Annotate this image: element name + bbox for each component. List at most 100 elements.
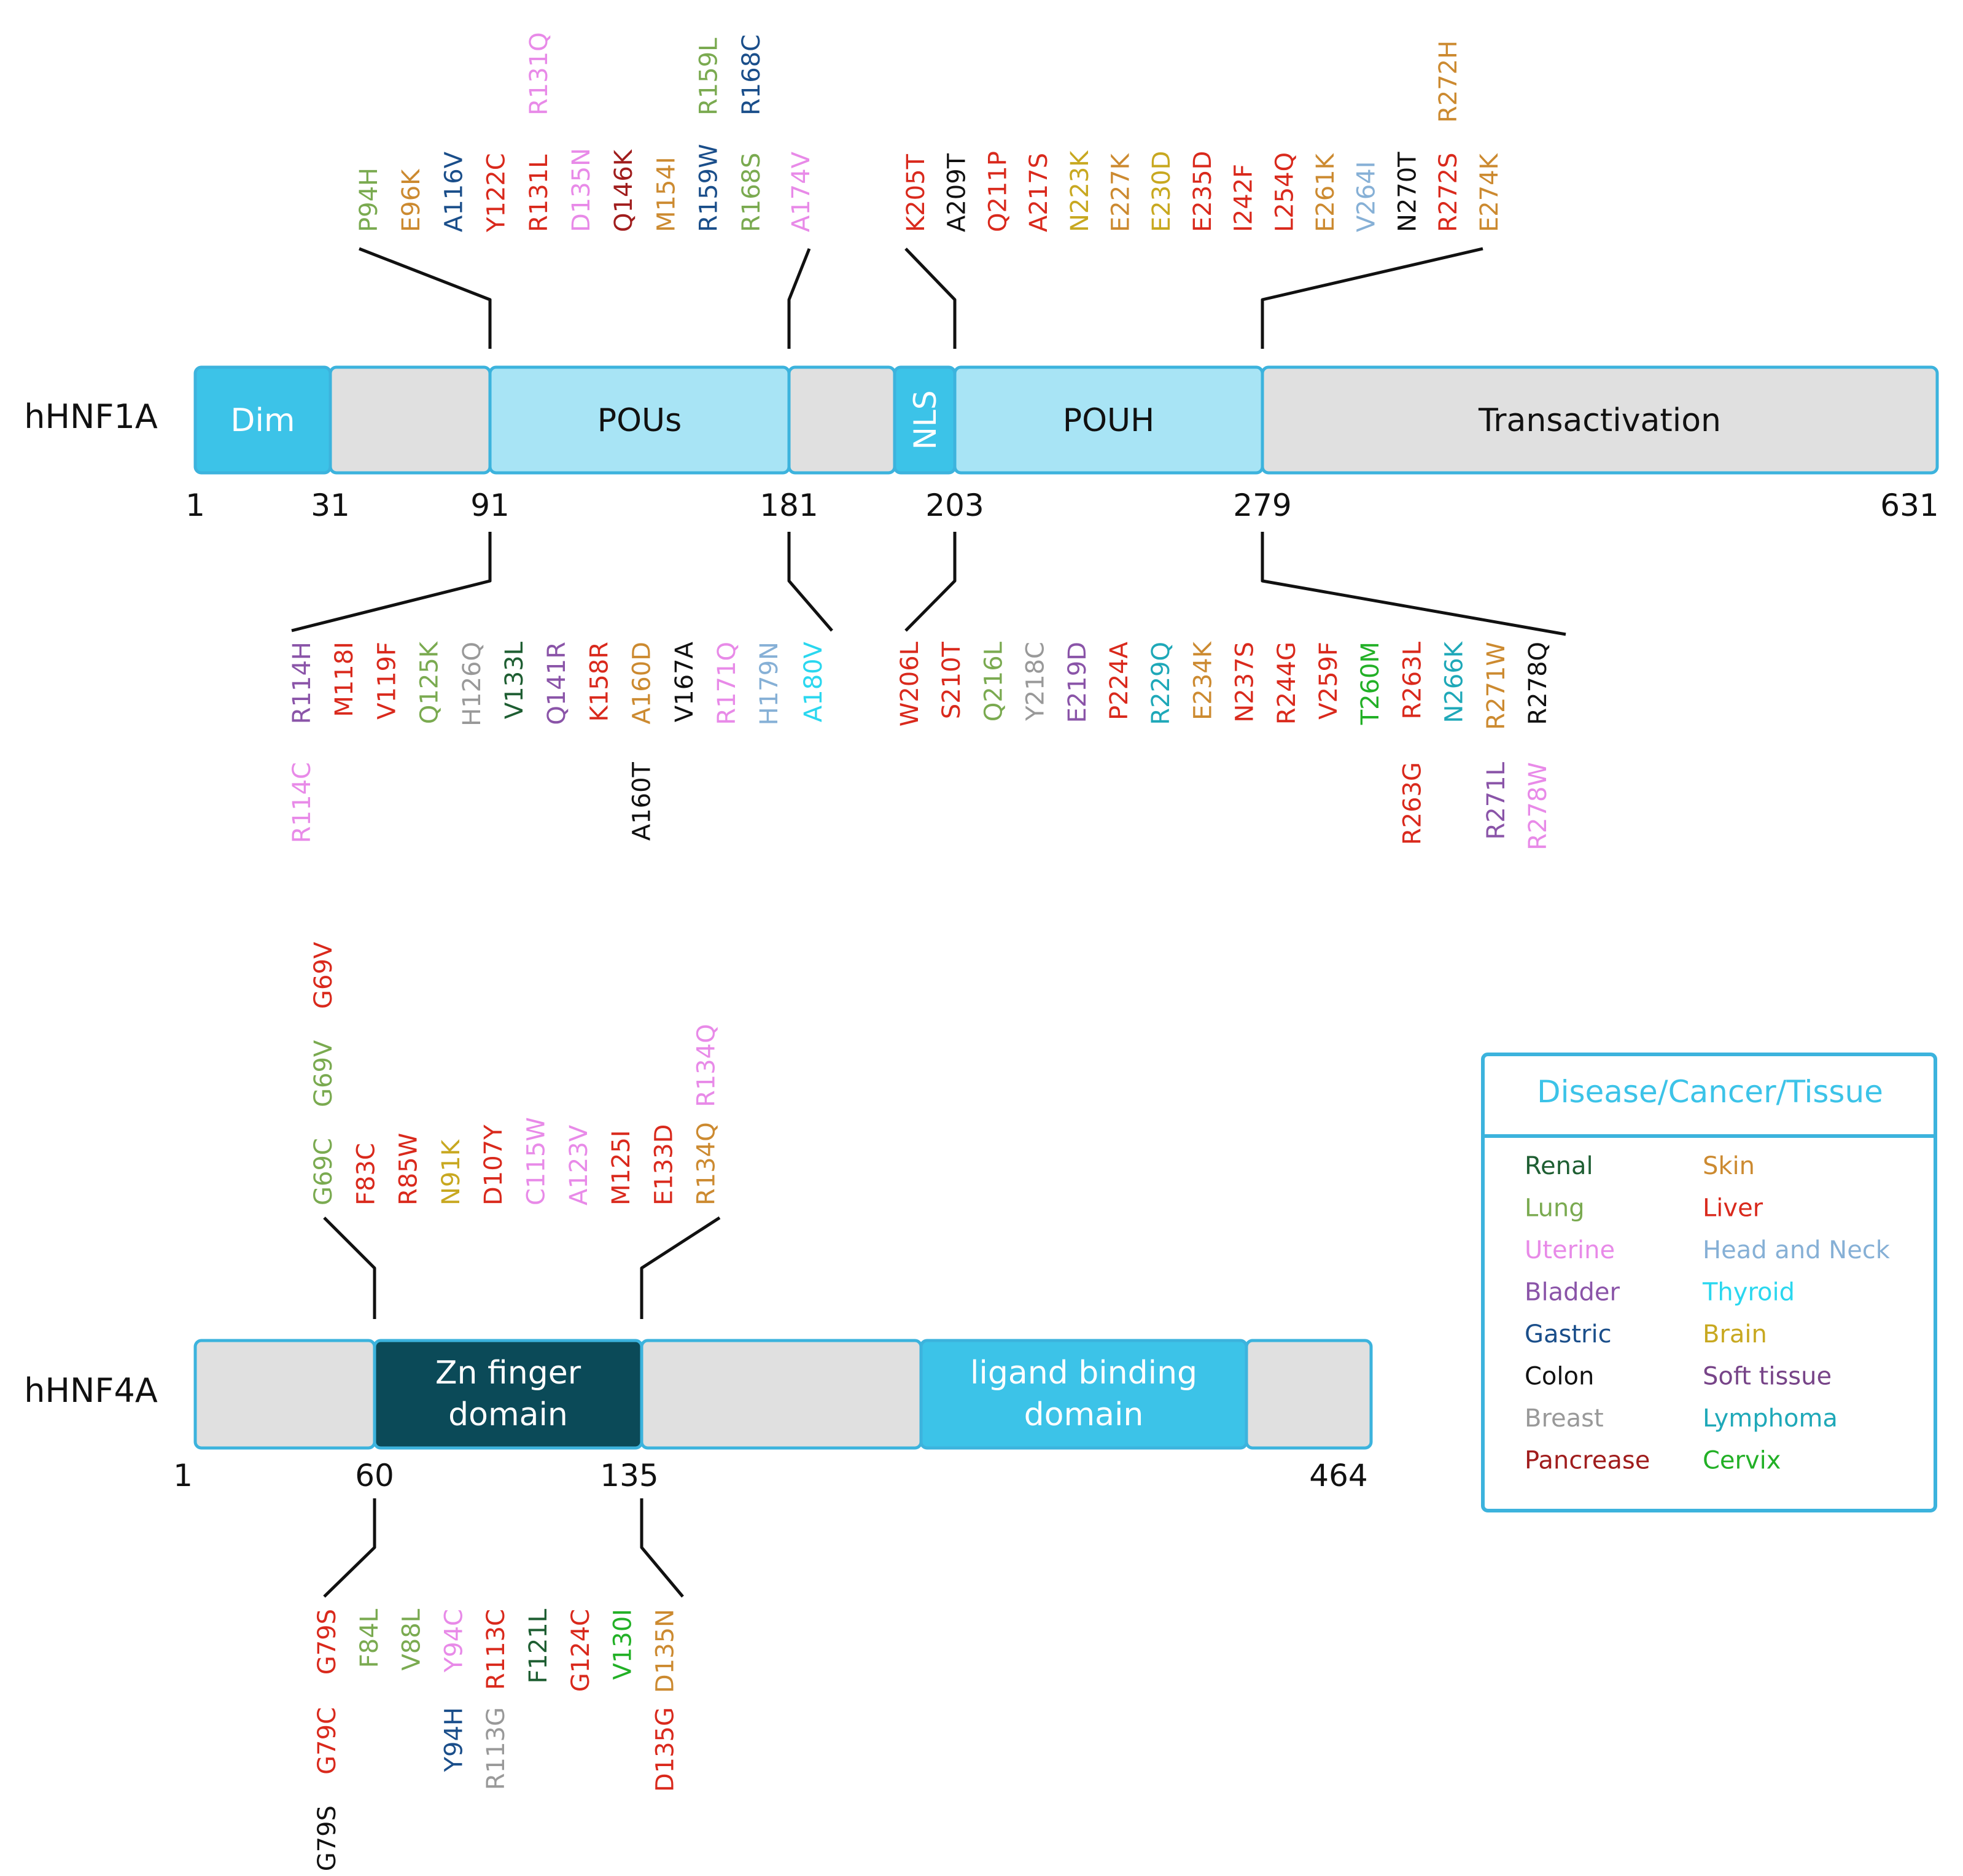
connector-line-6 bbox=[787, 532, 833, 632]
hnf1a-below-mutation-h126q: H126Q bbox=[458, 642, 486, 726]
hnf1a-above-mutation-e96k: E96K bbox=[397, 168, 426, 232]
hnf1a-below-mutation-n237s: N237S bbox=[1231, 642, 1259, 723]
hnf1a-below-mutation-e219d: E219D bbox=[1063, 642, 1092, 723]
hnf1a-below-mutation-t260m: T260M bbox=[1356, 642, 1385, 725]
hnf1a-above-mutation-v264i: V264I bbox=[1353, 161, 1381, 232]
hnf1a-below-mutation-k158r: K158R bbox=[585, 642, 613, 722]
legend: Disease/Cancer/TissueRenalLungUterineBla… bbox=[1481, 1053, 1937, 1512]
tick-hnf4a-135: 135 bbox=[600, 1458, 658, 1493]
hnf1a-above-mutation-r131l: R131L bbox=[525, 154, 553, 232]
legend-item-liver: Liver bbox=[1703, 1194, 1763, 1223]
hnf4a-above-mutation-n91k: N91K bbox=[437, 1138, 465, 1205]
legend-item-colon: Colon bbox=[1525, 1363, 1594, 1391]
hnf1a-below-mutation-v133l: V133L bbox=[500, 641, 529, 719]
hnf4a-above-mutation-r85w: R85W bbox=[395, 1133, 423, 1205]
hnf1a-above-mutation-l254q: L254Q bbox=[1270, 152, 1299, 232]
hnf1a-above-mutation-r272s: R272S bbox=[1434, 152, 1463, 232]
connector-line-5 bbox=[291, 532, 492, 632]
hnf4a-above-mutation-g69v: G69V bbox=[309, 1040, 338, 1107]
tick-hnf4a-60: 60 bbox=[355, 1458, 394, 1493]
hnf1a-below-mutation-r278q: R278Q bbox=[1524, 642, 1552, 725]
hnf1a-below-mutation-r114h: R114H bbox=[288, 642, 316, 724]
legend-box bbox=[1481, 1053, 1937, 1512]
hnf4a-above-mutation-f83c: F83C bbox=[352, 1143, 380, 1205]
tick-hnf1a-279: 279 bbox=[1233, 488, 1291, 523]
hnf1a-below-mutation-e234k: E234K bbox=[1189, 640, 1217, 720]
domain-label-hnf4a-2-line-2: domain bbox=[448, 1396, 568, 1433]
legend-item-renal: Renal bbox=[1525, 1152, 1593, 1180]
legend-item-soft-tissue: Soft tissue bbox=[1703, 1363, 1832, 1391]
hnf1a-below-mutation-r229q: R229Q bbox=[1147, 642, 1175, 725]
hnf1a-below-mutation-n266k: N266K bbox=[1440, 640, 1469, 723]
tick-hnf1a-1: 1 bbox=[185, 488, 205, 523]
legend-title: Disease/Cancer/Tissue bbox=[1537, 1074, 1883, 1110]
hnf4a-below-mutation-d135g: D135G bbox=[651, 1707, 679, 1792]
tick-hnf1a-31: 31 bbox=[311, 488, 350, 523]
domain-label-hnf1a-6: POUH bbox=[1063, 402, 1154, 439]
hnf1a-below-mutation-a180v: A180V bbox=[799, 641, 828, 722]
hnf4a-below-mutation-v88l: V88L bbox=[398, 1608, 426, 1670]
hnf4a-below-mutation-g124c: G124C bbox=[567, 1609, 595, 1692]
tick-hnf1a-631: 631 bbox=[1880, 488, 1938, 523]
tick-hnf1a-203: 203 bbox=[925, 488, 984, 523]
hnf4a-below-mutation-y94c: Y94C bbox=[440, 1609, 468, 1673]
domain-hnf1a-4 bbox=[787, 365, 896, 475]
hnf1a-below-mutation-s210t: S210T bbox=[938, 641, 966, 719]
hnf4a-above-mutation-r134q: R134Q bbox=[693, 1024, 721, 1107]
hnf1a-above-mutation-n223k: N223K bbox=[1066, 150, 1094, 232]
hnf1a-above-mutation-p94h: P94H bbox=[355, 168, 383, 232]
legend-item-skin: Skin bbox=[1703, 1152, 1755, 1180]
connector-line-1 bbox=[359, 247, 492, 349]
legend-item-cervix: Cervix bbox=[1703, 1447, 1781, 1475]
tick-hnf1a-181: 181 bbox=[760, 488, 818, 523]
hnf1a-below-mutation-r171q: R171Q bbox=[713, 642, 741, 725]
hnf1a-below-mutation-y218c: Y218C bbox=[1022, 642, 1050, 722]
hnf4a-above-mutation-r134q: R134Q bbox=[693, 1122, 721, 1205]
hnf1a-below-mutation-p224a: P224A bbox=[1105, 641, 1133, 720]
hnf1a-below-mutation-v167a: V167A bbox=[671, 641, 699, 722]
legend-item-head-and-neck: Head and Neck bbox=[1703, 1236, 1891, 1264]
domain-label-hnf4a-2-line-1: Zn finger bbox=[435, 1355, 581, 1391]
domain-label-hnf1a-7: Transactivation bbox=[1478, 402, 1721, 439]
hnf4a-above-mutation-a123v: A123V bbox=[565, 1124, 593, 1205]
hnf1a-above-mutation-e235d: E235D bbox=[1189, 151, 1217, 232]
hnf1a-below-mutation-a160t: A160T bbox=[628, 761, 656, 841]
legend-item-bladder: Bladder bbox=[1525, 1279, 1620, 1307]
hnf4a-below-mutation-g79s: G79S bbox=[313, 1609, 341, 1675]
domain-label-hnf4a-4-line-1: ligand binding bbox=[970, 1355, 1197, 1391]
connector-line-12 bbox=[640, 1498, 684, 1598]
legend-item-breast: Breast bbox=[1525, 1404, 1604, 1433]
domain-hnf1a-2 bbox=[328, 365, 492, 475]
hnf1a-above-mutation-a217s: A217S bbox=[1025, 153, 1053, 232]
hnf1a-above-mutation-q146k: Q146K bbox=[610, 149, 638, 232]
hnf1a-above-mutation-a209t: A209T bbox=[943, 153, 971, 232]
hnf1a-below-mutation-r278w: R278W bbox=[1524, 762, 1552, 850]
hnf4a-below-mutation-r113c: R113C bbox=[482, 1609, 510, 1690]
hnf4a-below-mutation-r113g: R113G bbox=[482, 1707, 510, 1790]
hnf1a-below-mutation-r114c: R114C bbox=[288, 762, 316, 843]
hnf4a-below-mutation-f121l: F121L bbox=[524, 1608, 553, 1683]
domain-label-hnf1a-5: NLS bbox=[908, 391, 943, 450]
protein-name-hnf1a: hHNF1A bbox=[24, 397, 158, 436]
connector-line-11 bbox=[323, 1498, 376, 1598]
legend-item-lymphoma: Lymphoma bbox=[1703, 1404, 1838, 1433]
legend-item-gastric: Gastric bbox=[1525, 1320, 1612, 1349]
hnf4a-below-mutation-f84l: F84L bbox=[356, 1608, 384, 1668]
hnf1a-above-mutation-r159w: R159W bbox=[695, 144, 723, 232]
hnf1a-above-mutation-r168c: R168C bbox=[737, 34, 766, 115]
hnf1a-below-mutation-h179n: H179N bbox=[755, 642, 783, 725]
hnf1a-above-mutation-m154i: M154I bbox=[652, 157, 680, 232]
legend-item-brain: Brain bbox=[1703, 1320, 1767, 1349]
legend-item-pancrease: Pancrease bbox=[1525, 1447, 1650, 1475]
domain-label-hnf1a-1: Dim bbox=[230, 402, 295, 439]
hnf4a-below-mutation-y94h: Y94H bbox=[440, 1707, 468, 1772]
hnf1a-above-mutation-r168s: R168S bbox=[737, 152, 766, 232]
hnf1a-above-mutation-n270t: N270T bbox=[1393, 152, 1421, 232]
hnf1a-below-mutation-r244g: R244G bbox=[1273, 642, 1301, 725]
tick-hnf4a-464: 464 bbox=[1309, 1458, 1367, 1493]
hnf1a-below-mutation-q125k: Q125K bbox=[416, 640, 444, 724]
hnf1a-above-mutation-e227k: E227K bbox=[1107, 152, 1135, 232]
hnf4a-above-mutation-d107y: D107Y bbox=[480, 1124, 508, 1205]
